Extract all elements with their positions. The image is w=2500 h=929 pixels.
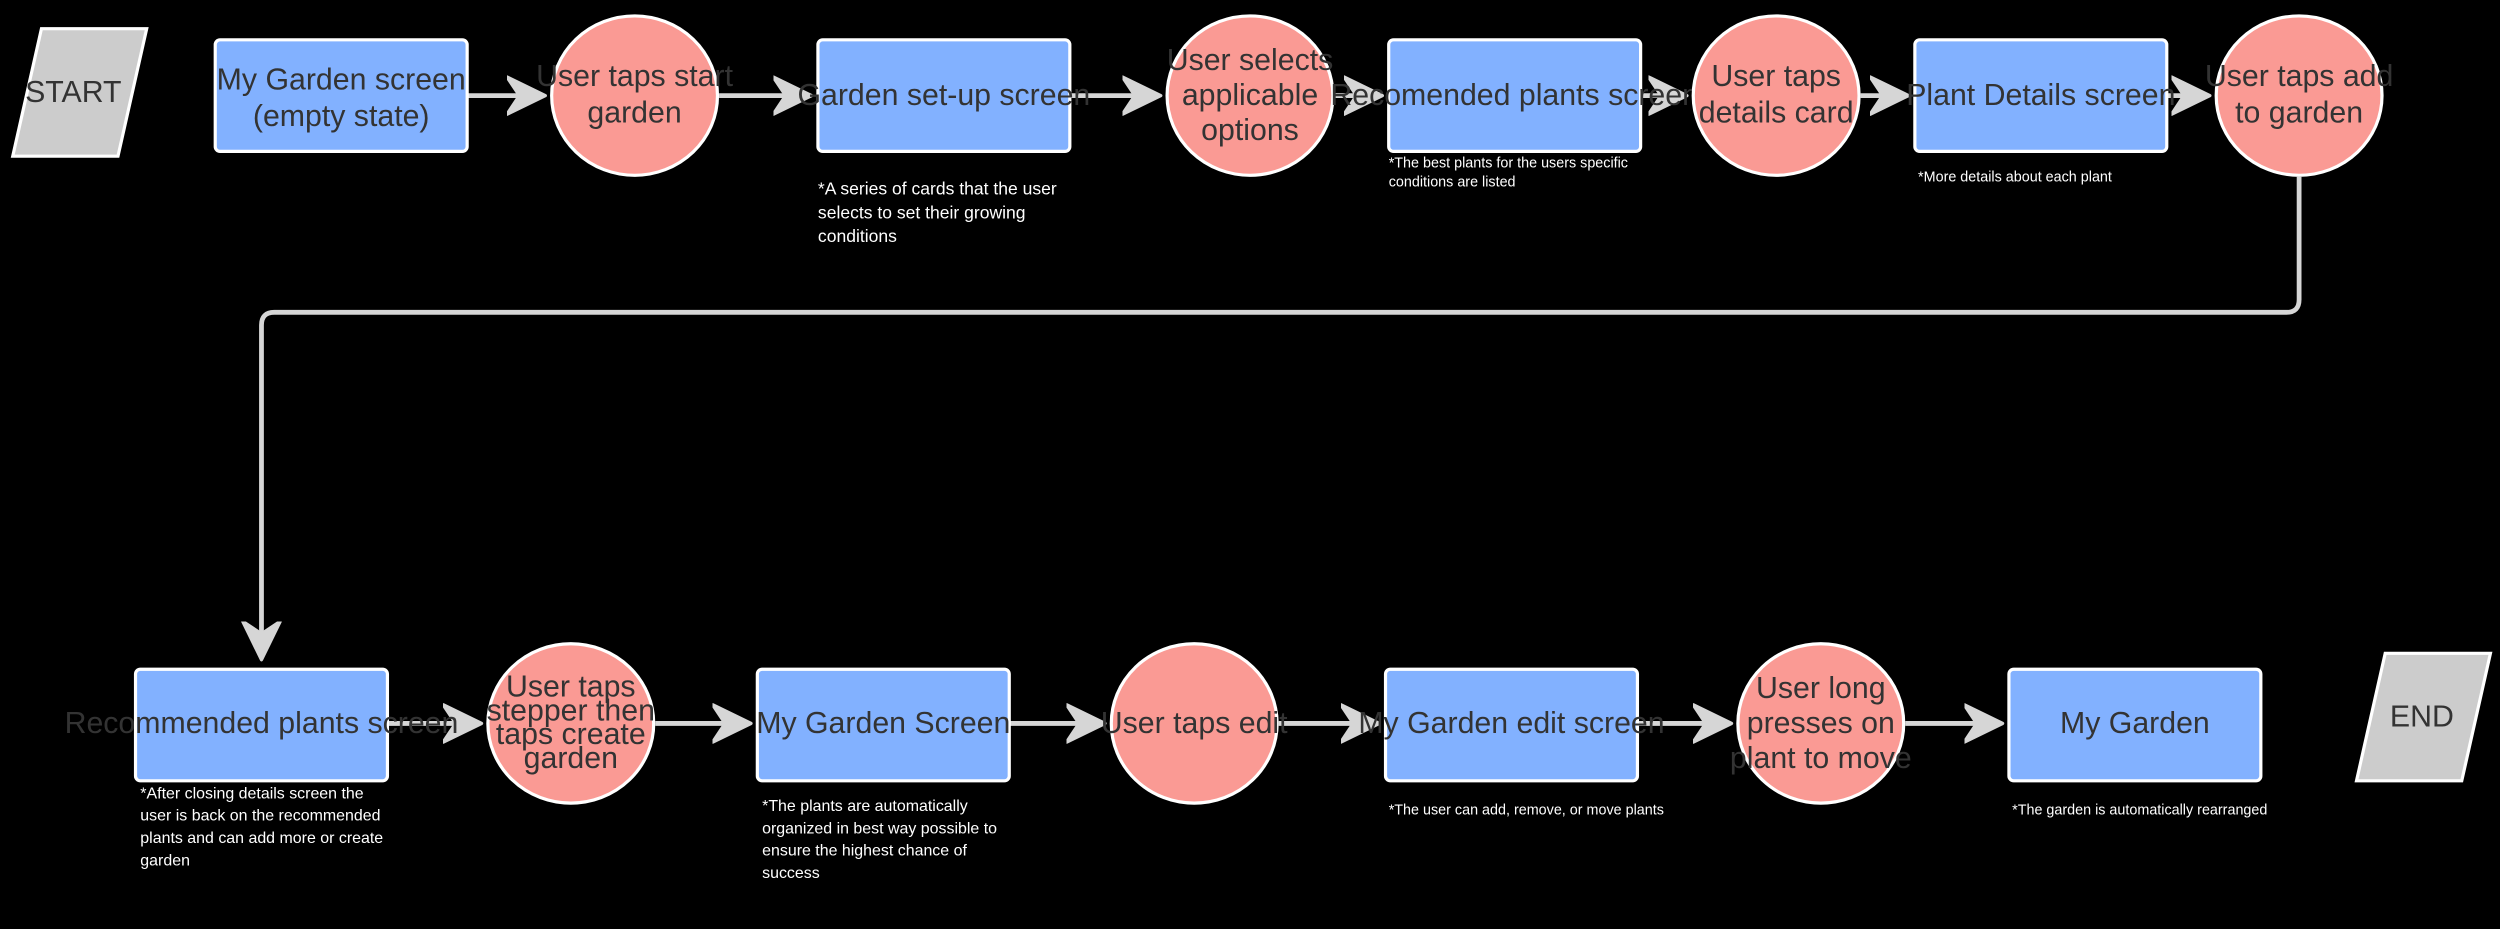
recommended-plants-bottom-shape bbox=[133, 667, 390, 783]
annotation-recomended-plants-top: *The best plants for the users specific … bbox=[1388, 154, 1628, 190]
node-taps-details-card[interactable]: User taps details card bbox=[1691, 14, 1861, 177]
my-garden-final-label: My Garden bbox=[2060, 707, 2210, 740]
taps-stepper-create-label-line2: stepper then bbox=[487, 694, 655, 727]
node-my-garden-edit[interactable]: My Garden edit screen bbox=[1358, 667, 1665, 783]
node-recommended-plants-bottom[interactable]: Recommended plants screen bbox=[65, 667, 459, 783]
node-end[interactable]: END bbox=[2354, 651, 2493, 783]
taps-edit-label: User taps edit bbox=[1101, 707, 1288, 740]
annotation-garden-setup-wrap: *A series of cards that the user selects… bbox=[817, 180, 1057, 247]
annotation-recomended-plants-top-wrap: *The best plants for the users specific … bbox=[1388, 154, 1628, 190]
taps-add-to-garden-label-line1: User taps add bbox=[2205, 60, 2393, 93]
long-press-move-label-line3: plant to move bbox=[1730, 742, 1912, 775]
annotation-my-garden-final-wrap: *The garden is automatically rearranged bbox=[2012, 801, 2268, 818]
plant-details-label: Plant Details screen bbox=[1906, 79, 2175, 112]
my-garden-screen-label: My Garden Screen bbox=[756, 707, 1010, 740]
taps-details-card-label-line2: details card bbox=[1699, 97, 1854, 130]
node-my-garden-final[interactable]: My Garden bbox=[2007, 667, 2263, 783]
start-shape bbox=[10, 27, 149, 158]
node-start[interactable]: START bbox=[10, 27, 149, 158]
edges-layer bbox=[261, 96, 2302, 724]
my-garden-empty-shape bbox=[213, 38, 469, 153]
taps-details-card-label-line1: User taps bbox=[1711, 60, 1841, 93]
annotation-my-garden-edit-wrap: *The user can add, remove, or move plant… bbox=[1388, 801, 1664, 818]
taps-stepper-create-shape bbox=[486, 642, 656, 805]
recomended-plants-top-shape bbox=[1387, 38, 1643, 153]
node-taps-stepper-create[interactable]: User taps stepper then taps create garde… bbox=[486, 642, 656, 805]
annotation-plant-details-wrap: *More details about each plant bbox=[1918, 168, 2112, 185]
annotation-garden-setup: *A series of cards that the user selects… bbox=[817, 180, 1057, 247]
taps-stepper-create-label-line3: taps create bbox=[496, 718, 646, 751]
long-press-move-shape bbox=[1736, 642, 1906, 805]
taps-start-garden-label-line2: garden bbox=[587, 97, 681, 130]
taps-stepper-create-label-line1: User taps bbox=[506, 670, 636, 703]
selects-options-label-line3: options bbox=[1201, 114, 1299, 147]
taps-stepper-create-label-line4: garden bbox=[524, 742, 618, 775]
end-label: END bbox=[2390, 701, 2454, 734]
end-shape bbox=[2354, 651, 2493, 783]
taps-edit-shape bbox=[1109, 642, 1279, 805]
node-taps-add-to-garden[interactable]: User taps add to garden bbox=[2205, 14, 2393, 177]
annotation-my-garden-edit: *The user can add, remove, or move plant… bbox=[1388, 801, 1664, 818]
start-label: START bbox=[25, 76, 121, 109]
node-garden-setup[interactable]: Garden set-up screen bbox=[797, 38, 1090, 153]
node-long-press-move[interactable]: User long presses on plant to move bbox=[1730, 642, 1912, 805]
my-garden-edit-label: My Garden edit screen bbox=[1358, 707, 1664, 740]
my-garden-empty-label-line2: (empty state) bbox=[253, 100, 430, 133]
selects-options-label-line1: User selects bbox=[1167, 44, 1334, 77]
recomended-plants-top-label: Recomended plants screen bbox=[1330, 79, 1699, 112]
annotation-my-garden-screen-wrap: *The plants are automatically organized … bbox=[762, 798, 997, 883]
taps-add-to-garden-shape bbox=[2214, 14, 2384, 177]
taps-add-to-garden-label-line2: to garden bbox=[2235, 97, 2363, 130]
edge-addgarden-to-recommended-wrap bbox=[261, 176, 2302, 655]
taps-start-garden-label-line1: User taps start bbox=[536, 60, 733, 93]
annotation-my-garden-screen: *The plants are automatically organized … bbox=[762, 798, 997, 883]
my-garden-empty-label-line1: My Garden screen bbox=[217, 63, 466, 96]
my-garden-final-shape bbox=[2007, 667, 2263, 783]
node-my-garden-screen[interactable]: My Garden Screen bbox=[755, 667, 1011, 783]
taps-details-card-shape bbox=[1691, 14, 1861, 177]
node-my-garden-empty[interactable]: My Garden screen (empty state) bbox=[213, 38, 469, 153]
long-press-move-label-line1: User long bbox=[1756, 672, 1886, 705]
annotation-plant-details: *More details about each plant bbox=[1918, 168, 2112, 185]
recommended-plants-bottom-label: Recommended plants screen bbox=[65, 707, 459, 740]
my-garden-screen-shape bbox=[755, 667, 1011, 783]
plant-details-shape bbox=[1913, 38, 2169, 153]
node-taps-start-garden[interactable]: User taps start garden bbox=[536, 14, 734, 177]
annotation-recommended-plants-bottom: *After closing details screen the user i… bbox=[140, 785, 384, 871]
node-recomended-plants-top[interactable]: Recomended plants screen bbox=[1330, 38, 1699, 153]
node-selects-options[interactable]: User selects applicable options bbox=[1165, 14, 1335, 177]
taps-start-garden-shape bbox=[550, 14, 720, 177]
node-plant-details[interactable]: Plant Details screen bbox=[1906, 38, 2175, 153]
node-taps-edit[interactable]: User taps edit bbox=[1101, 642, 1288, 805]
annotation-my-garden-final: *The garden is automatically rearranged bbox=[2012, 801, 2268, 818]
selects-options-shape bbox=[1165, 14, 1335, 177]
garden-setup-label: Garden set-up screen bbox=[797, 79, 1090, 112]
garden-setup-shape bbox=[816, 38, 1072, 153]
annotation-recommended-plants-bottom-wrap: *After closing details screen the user i… bbox=[140, 785, 384, 871]
my-garden-edit-shape bbox=[1383, 667, 1640, 783]
selects-options-label-line2: applicable bbox=[1182, 79, 1318, 112]
long-press-move-label-line2: presses on bbox=[1747, 707, 1895, 740]
